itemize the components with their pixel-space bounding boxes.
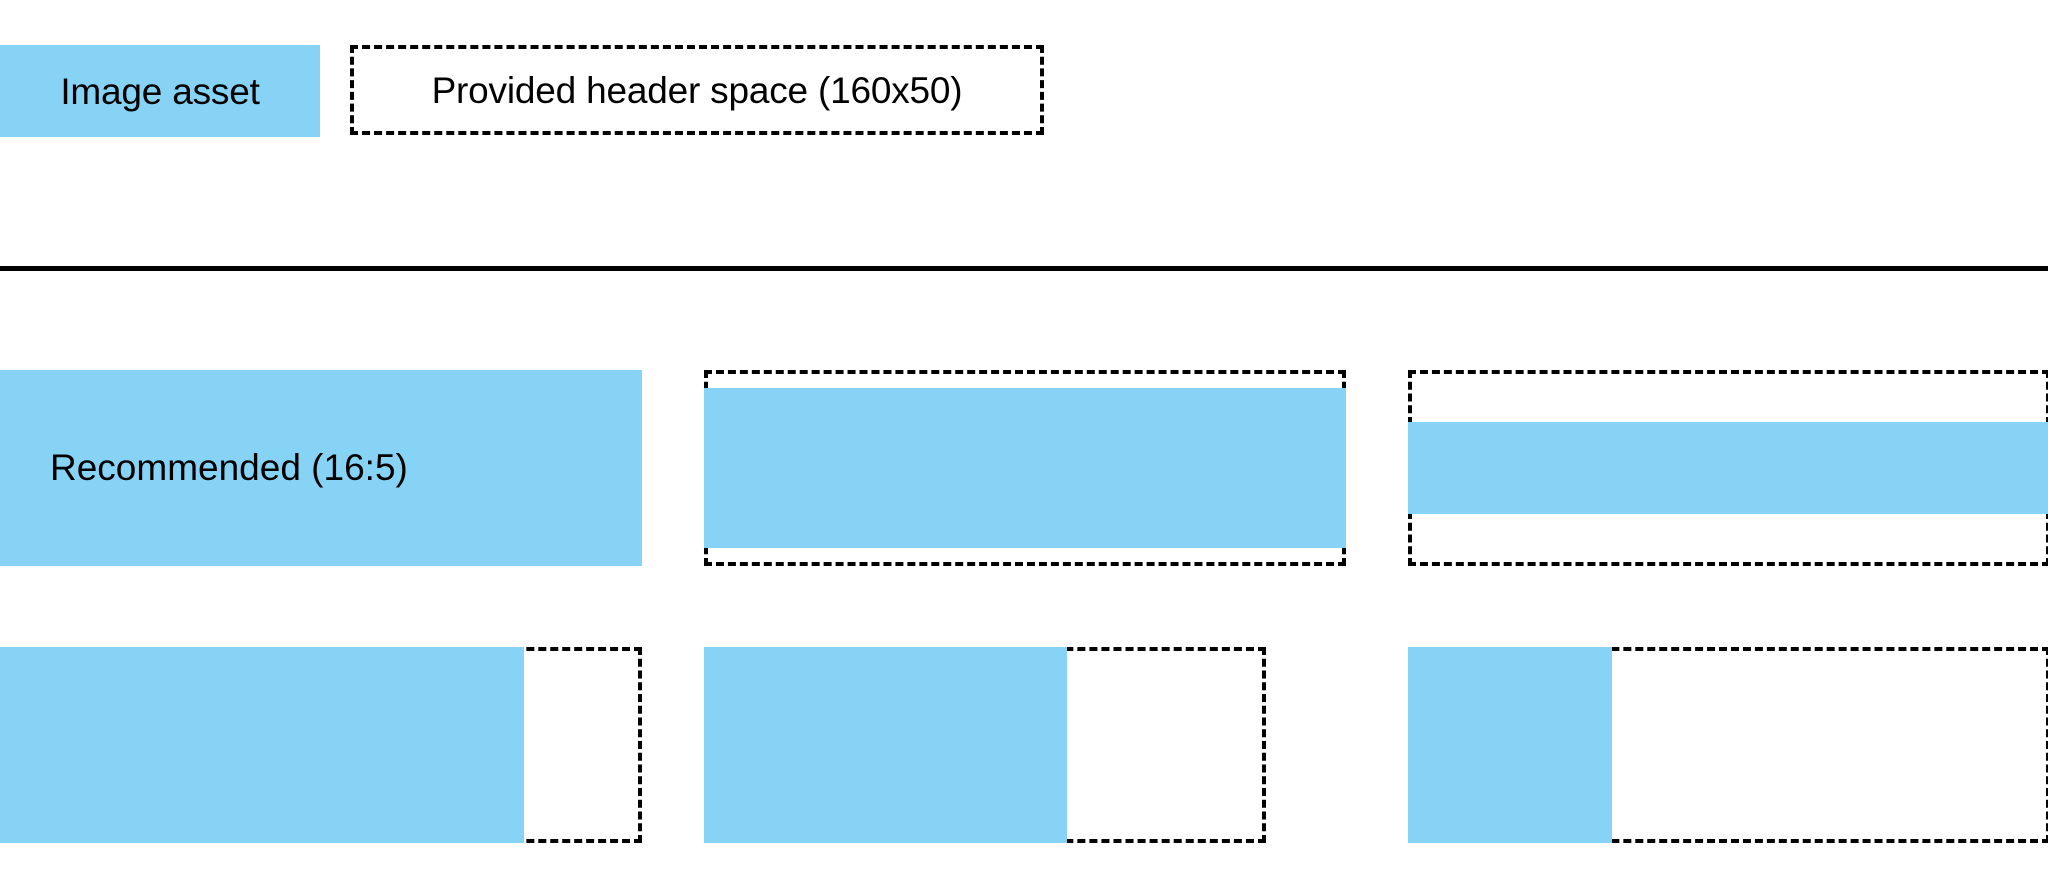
ratio-cell-centered-band	[1408, 370, 2048, 566]
ratio-cell-centered-band-label	[1412, 374, 2046, 562]
provided-header-space-box	[350, 45, 1044, 135]
width-fill-medium	[704, 647, 1067, 843]
ratio-fill-vertically-inset	[704, 388, 1346, 548]
ratio-cell-vertically-inset	[704, 370, 1346, 566]
ratio-fill-full-bleed	[0, 370, 642, 566]
width-cell-wide	[0, 647, 642, 843]
width-fill-wide	[0, 647, 524, 843]
ratio-cell-vertically-inset-label	[708, 374, 1342, 562]
width-cell-narrow-label	[1412, 651, 2046, 839]
ratio-cell-recommended: Recommended (16:5)	[0, 370, 642, 566]
width-fill-narrow	[1408, 647, 1612, 843]
width-cell-wide-label	[4, 651, 638, 839]
image-asset-label: Image asset	[60, 70, 260, 112]
width-cell-medium	[704, 647, 1266, 843]
image-asset-swatch	[0, 45, 320, 137]
width-cell-narrow	[1408, 647, 2048, 843]
ratio-fill-centered-band	[1408, 422, 2048, 514]
width-cell-medium-label	[708, 651, 1262, 839]
ratio-cell-recommended-label: Recommended (16:5)	[50, 447, 408, 488]
section-divider	[0, 266, 2048, 271]
provided-header-space-label: Provided header space (160x50)	[431, 69, 963, 111]
